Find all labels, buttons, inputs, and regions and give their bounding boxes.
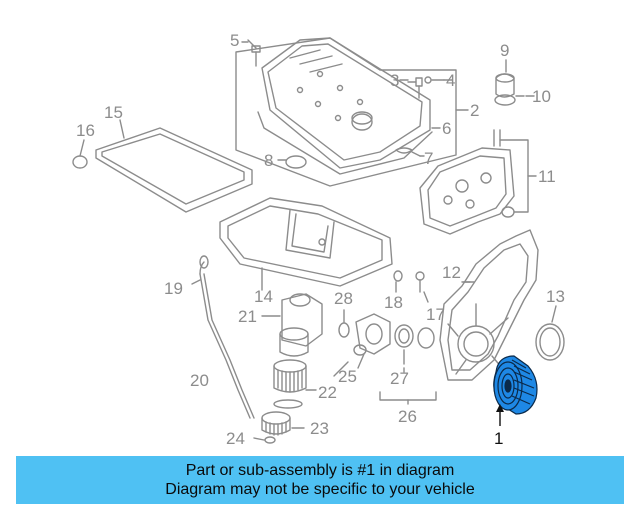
callout-16: 16 — [76, 121, 95, 140]
o-ring-28 — [338, 309, 350, 338]
callout-10: 10 — [532, 87, 551, 106]
callout-arrow-1 — [496, 404, 504, 412]
callout-26: 26 — [398, 407, 417, 426]
callout-6: 6 — [442, 119, 451, 138]
plug-18 — [393, 270, 403, 293]
callout-18: 18 — [384, 293, 403, 312]
callout-9: 9 — [500, 41, 509, 60]
callout-24: 24 — [226, 429, 245, 448]
callout-23: 23 — [310, 419, 329, 438]
seal-7 — [395, 147, 413, 154]
oil-pan-gasket — [95, 127, 253, 213]
callout-5: 5 — [230, 31, 239, 50]
seal-27 — [394, 324, 414, 365]
oil-filler-cap — [494, 59, 525, 106]
banner-line-disclaimer: Diagram may not be specific to your vehi… — [165, 481, 475, 498]
upper-timing-cover — [419, 129, 529, 235]
callout-21: 21 — [238, 307, 257, 326]
valve-cover-gasket — [257, 111, 433, 175]
callout-15: 15 — [104, 103, 123, 122]
callout-28: 28 — [334, 289, 353, 308]
bracket-26 — [379, 391, 437, 401]
callout-22: 22 — [318, 383, 337, 402]
seal-8 — [277, 155, 307, 169]
drain-plug-16 — [72, 139, 88, 169]
oil-cooler-adapter — [353, 313, 391, 369]
callout-12: 12 — [442, 263, 461, 282]
lower-timing-cover — [439, 229, 539, 381]
banner-line-part: Part or sub-assembly is #1 in diagram — [185, 462, 455, 479]
dipstick — [191, 255, 255, 419]
drain-plug-24 — [253, 436, 276, 444]
callout-4: 4 — [446, 71, 455, 90]
callout-13: 13 — [546, 287, 565, 306]
crank-pulley-highlight[interactable] — [493, 355, 538, 415]
bolt-3 — [407, 76, 445, 99]
callout-11: 11 — [538, 167, 556, 186]
oil-filter-housing — [261, 293, 323, 357]
callout-2: 2 — [470, 101, 479, 120]
oil-pan — [219, 197, 393, 291]
callout-8: 8 — [264, 151, 273, 170]
oil-filter-element — [273, 359, 317, 409]
filter-cap-23 — [261, 411, 305, 436]
callout-27: 27 — [390, 369, 409, 388]
callout-7: 7 — [424, 149, 433, 168]
callout-14: 14 — [254, 287, 273, 306]
valve-cover — [261, 37, 431, 169]
sensor-17 — [415, 271, 435, 349]
callout-1: 1 — [494, 429, 503, 448]
callout-19: 19 — [164, 279, 183, 298]
callout-25: 25 — [338, 367, 357, 386]
info-banner: Part or sub-assembly is #1 in diagram Di… — [16, 456, 624, 504]
bolt-5 — [247, 39, 261, 67]
callout-20: 20 — [190, 371, 209, 390]
callout-17: 17 — [426, 305, 445, 324]
crank-seal-13 — [535, 305, 565, 361]
callout-3: 3 — [390, 71, 399, 90]
